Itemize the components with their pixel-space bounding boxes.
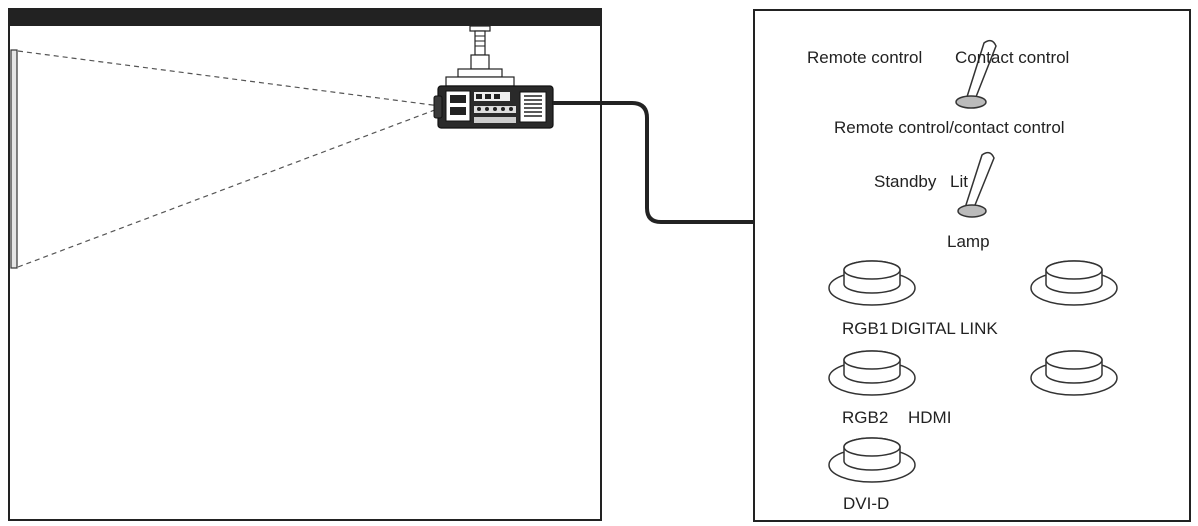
button-label-hdmi: HDMI — [908, 408, 951, 427]
projection-screen — [10, 49, 18, 269]
ceiling-mount — [445, 25, 515, 87]
input-button-digital-link[interactable] — [1030, 260, 1118, 306]
toggle-option-standby: Standby — [874, 172, 937, 191]
projection-beam-top — [17, 50, 441, 107]
toggle-lever — [965, 39, 997, 103]
button-label-rgb1: RGB1 — [842, 319, 888, 338]
input-button-rgb2[interactable] — [828, 350, 916, 396]
projector — [433, 85, 554, 129]
toggle-caption-remote-contact: Remote control/contact control — [834, 118, 1065, 137]
installation-view — [8, 8, 602, 521]
toggle-option-contact-control: Contact control — [955, 48, 1069, 67]
button-label-rgb2: RGB2 — [842, 408, 888, 427]
toggle-base — [955, 95, 987, 109]
standby-lamp-toggle-switch[interactable] — [957, 151, 995, 218]
control-panel: Remote control Contact control Remote co… — [753, 9, 1191, 522]
toggle-option-lit: Lit — [950, 172, 968, 191]
input-button-hdmi[interactable] — [1030, 350, 1118, 396]
button-label-digital-link: DIGITAL LINK — [891, 319, 998, 338]
toggle-lever — [964, 151, 995, 211]
projection-beam-bottom — [17, 107, 441, 268]
toggle-caption-lamp: Lamp — [947, 232, 990, 251]
input-button-dvi-d[interactable] — [828, 437, 916, 483]
toggle-option-remote-control: Remote control — [807, 48, 922, 67]
button-label-dvi-d: DVI-D — [843, 494, 889, 513]
connection-cable — [553, 101, 754, 224]
toggle-base — [957, 204, 987, 218]
remote-contact-toggle-switch[interactable] — [955, 39, 997, 109]
input-button-rgb1[interactable] — [828, 260, 916, 306]
ceiling — [9, 9, 601, 26]
